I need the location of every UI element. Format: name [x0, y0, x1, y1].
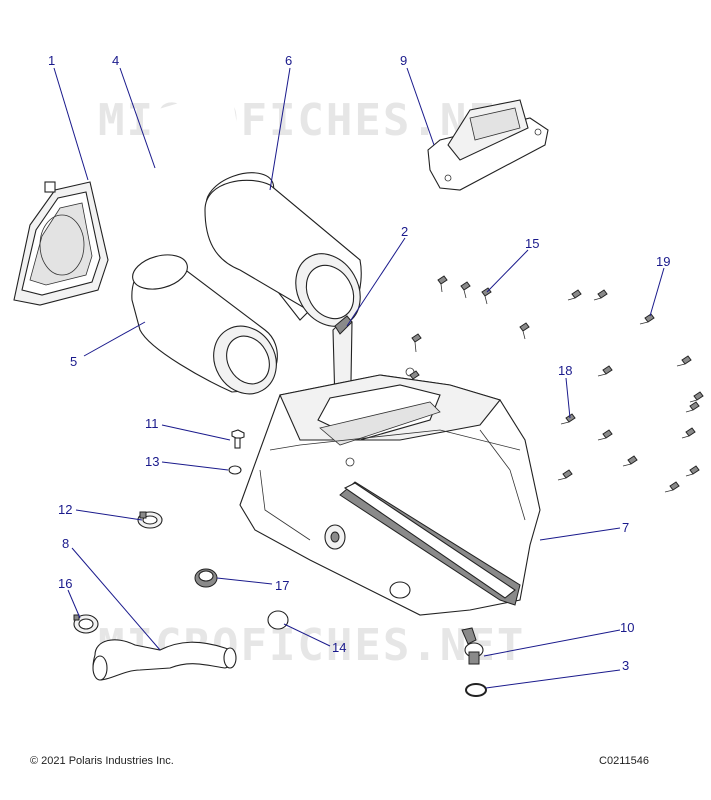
callout-8: 8	[62, 536, 69, 551]
part-16-clamp	[73, 614, 99, 634]
part-3-o-ring	[465, 683, 487, 697]
part-13-washer	[228, 465, 242, 475]
callout-1: 1	[48, 53, 55, 68]
callout-3: 3	[622, 658, 629, 673]
callout-15: 15	[525, 236, 539, 251]
part-6-filter-element	[204, 172, 362, 327]
part-9-bracket	[427, 99, 549, 191]
part-4-seal	[148, 96, 242, 207]
part-17-grommet	[194, 568, 218, 588]
callout-4: 4	[112, 53, 119, 68]
callout-13: 13	[145, 454, 159, 469]
figure-code: C0211546	[599, 755, 649, 767]
copyright-text: © 2021 Polaris Industries Inc.	[30, 755, 174, 767]
callout-5: 5	[70, 354, 77, 369]
callouts: 1 4 6 9 2 15 19 5 18 11 13 12 7 8 17 16 …	[48, 53, 670, 673]
callout-14: 14	[332, 640, 346, 655]
callout-19: 19	[656, 254, 670, 269]
callout-10: 10	[620, 620, 634, 635]
part-10-drain-valve	[461, 627, 484, 665]
callout-9: 9	[400, 53, 407, 68]
part-1-intake-boot	[13, 181, 109, 306]
part-8-hose	[92, 639, 237, 681]
callout-2: 2	[401, 224, 408, 239]
callout-7: 7	[622, 520, 629, 535]
callout-18: 18	[558, 363, 572, 378]
bolt-group-15	[409, 275, 530, 380]
part-5-filter-element	[131, 254, 278, 395]
part-11-bolt	[231, 429, 245, 449]
callout-6: 6	[285, 53, 292, 68]
callout-17: 17	[275, 578, 289, 593]
part-14-plug	[267, 610, 289, 630]
part-12-clamp	[137, 511, 163, 529]
callout-12: 12	[58, 502, 72, 517]
part-7-airbox	[239, 367, 541, 616]
leader-lines	[53, 67, 665, 689]
callout-16: 16	[58, 576, 72, 591]
bolt-group-19	[557, 289, 704, 493]
callout-11: 11	[145, 416, 159, 431]
